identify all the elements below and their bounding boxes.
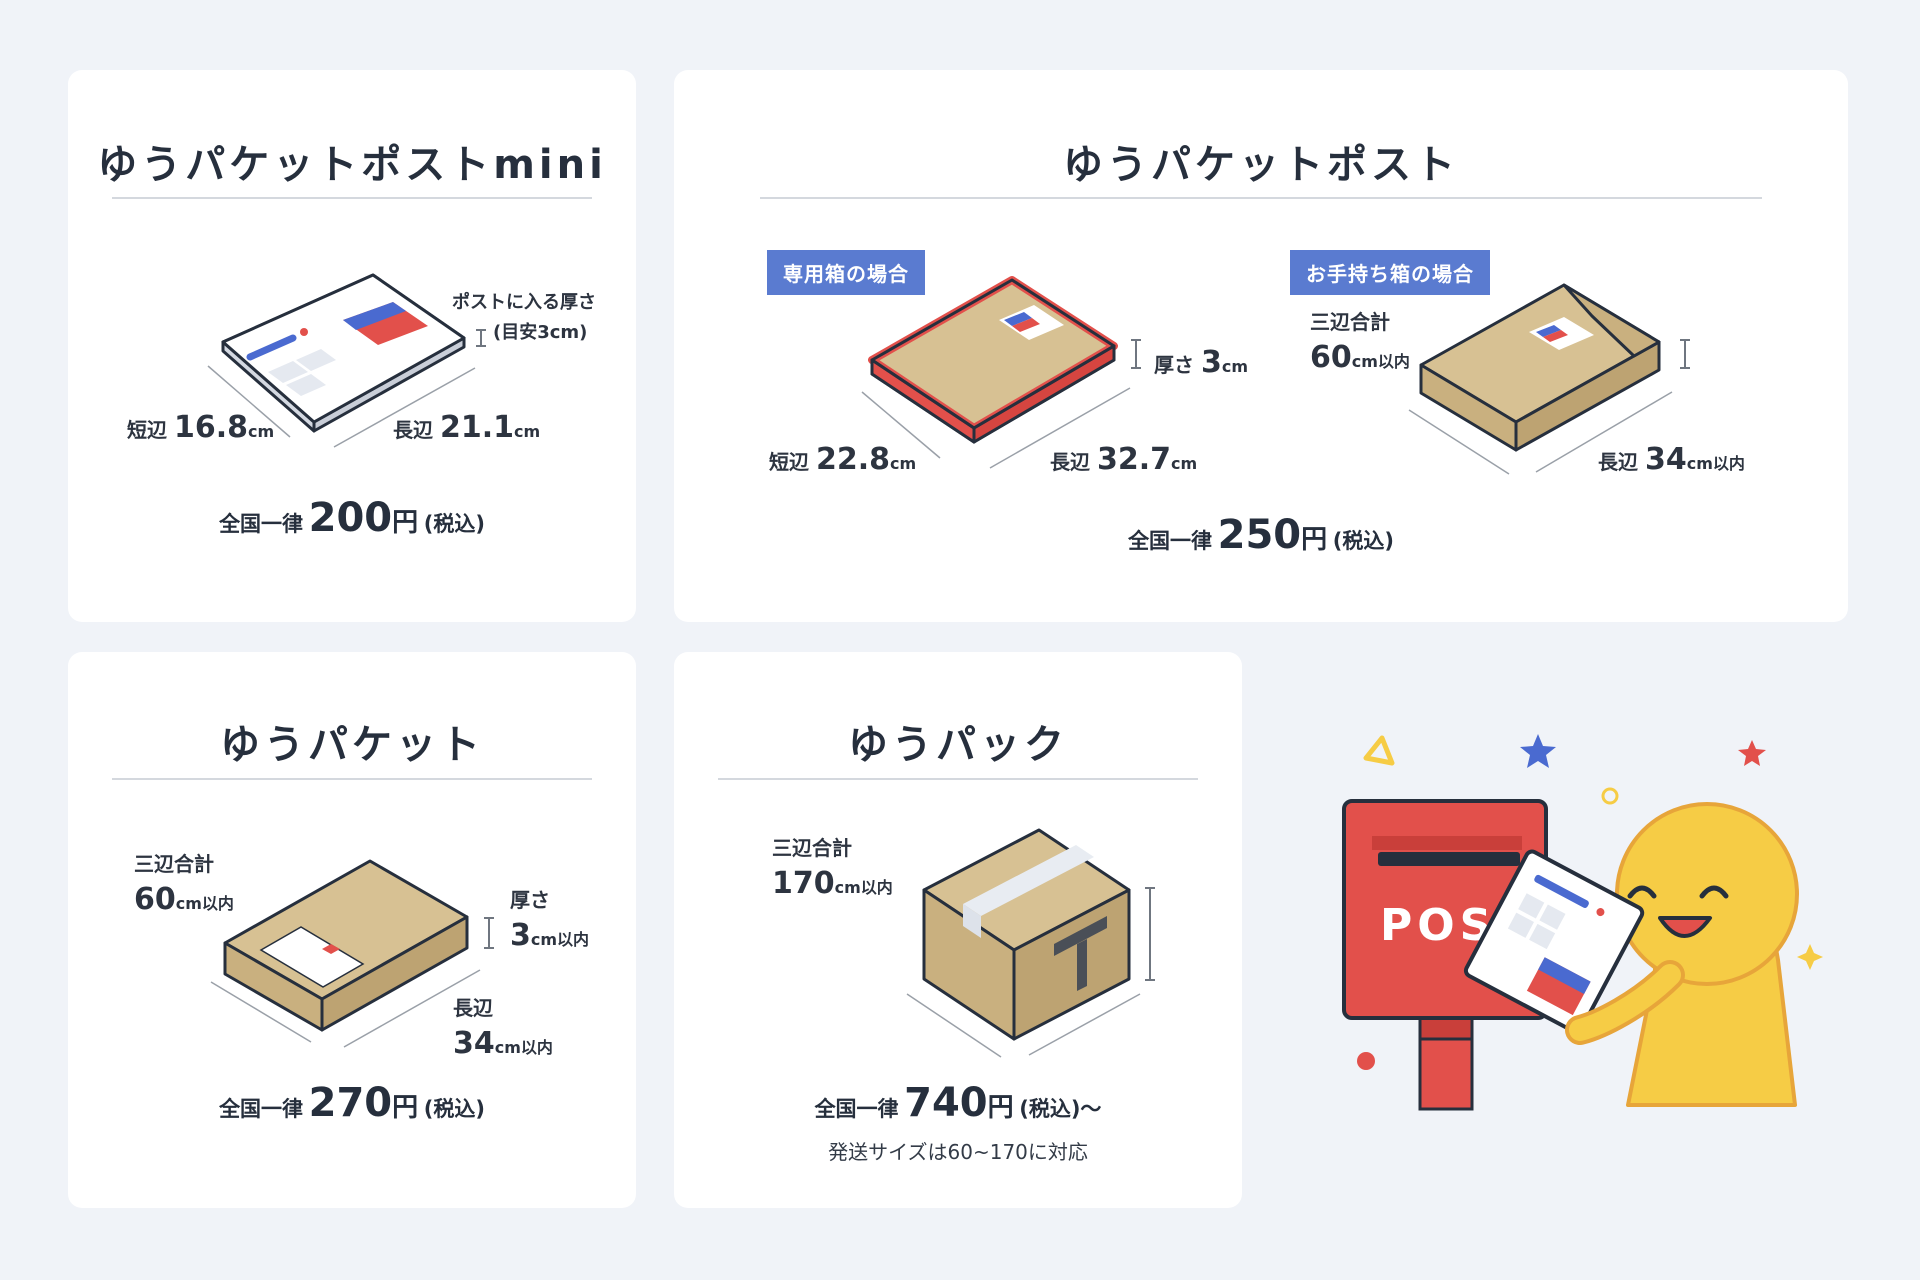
card-yupacket: ゆうパケット 三辺合計 60cm以内 厚さ 3cm以内 長辺 34cm以内 全国… xyxy=(68,652,636,1208)
badge-dedicated-box: 専用箱の場合 xyxy=(767,250,925,295)
card-title: ゆうパケットポスト xyxy=(1063,142,1459,188)
thickness-label: ポストに入る厚さ xyxy=(452,292,596,313)
three-side-sum-label: 三辺合計 xyxy=(1310,310,1390,334)
price-line: 全国一律 270円 (税込) xyxy=(219,1080,485,1126)
mailer-envelope-illustration xyxy=(207,273,486,448)
title-divider xyxy=(718,778,1198,780)
long-side-label: 長辺 xyxy=(453,996,493,1020)
long-side-label: 長辺 21.1cm xyxy=(393,410,541,445)
three-side-sum-label: 三辺合計 xyxy=(134,852,214,876)
long-side-label: 長辺 32.7cm xyxy=(1050,442,1198,477)
thickness-value: (目安3cm) xyxy=(493,322,588,343)
title-divider xyxy=(760,197,1762,199)
price-line: 全国一律 200円 (税込) xyxy=(219,495,485,541)
card-title: ゆうパケットポストmini xyxy=(97,142,607,188)
badge-own-box: お手持ち箱の場合 xyxy=(1290,250,1490,295)
own-box-illustration xyxy=(1408,283,1690,475)
three-side-sum-label: 三辺合計 xyxy=(772,836,852,860)
long-side-value: 34cm以内 xyxy=(453,1026,553,1061)
card-title: ゆうパケット xyxy=(220,722,484,768)
thickness-value: 3cm以内 xyxy=(510,918,590,953)
flat-box-illustration xyxy=(210,859,494,1048)
short-side-label: 短辺 22.8cm xyxy=(769,442,917,477)
three-side-sum-value: 170cm以内 xyxy=(772,866,893,901)
three-side-sum-value: 60cm以内 xyxy=(134,882,234,917)
three-side-sum-value: 60cm以内 xyxy=(1310,340,1410,375)
price-line: 全国一律 250円 (税込) xyxy=(1128,512,1394,558)
card-yupack: ゆうパック 三辺合計 170cm以内 全国一律 740円 (税込)〜 発送サイズ… xyxy=(674,652,1242,1208)
own-long-side-label: 長辺 34cm以内 xyxy=(1598,442,1745,477)
size-note: 発送サイズは60~170に対応 xyxy=(828,1140,1088,1164)
card-yupacket-post-mini: ゆうパケットポストmini ポストに入る厚さ (目安3cm) 短辺 16.8cm… xyxy=(68,70,636,622)
card-yupacket-post: ゆうパケットポスト 専用箱の場合 お手持ち箱の場合 厚さ 3c xyxy=(674,70,1848,622)
short-side-label: 短辺 16.8cm xyxy=(127,410,275,445)
title-divider xyxy=(112,197,592,199)
title-divider xyxy=(112,778,592,780)
thickness-label: 厚さ xyxy=(510,888,550,912)
cardboard-box-illustration xyxy=(906,828,1155,1058)
price-line: 全国一律 740円 (税込)〜 xyxy=(814,1080,1102,1126)
thickness-label: 厚さ 3cm xyxy=(1154,345,1248,380)
card-title: ゆうパック xyxy=(848,722,1068,768)
dedicated-red-box-illustration xyxy=(861,276,1141,469)
